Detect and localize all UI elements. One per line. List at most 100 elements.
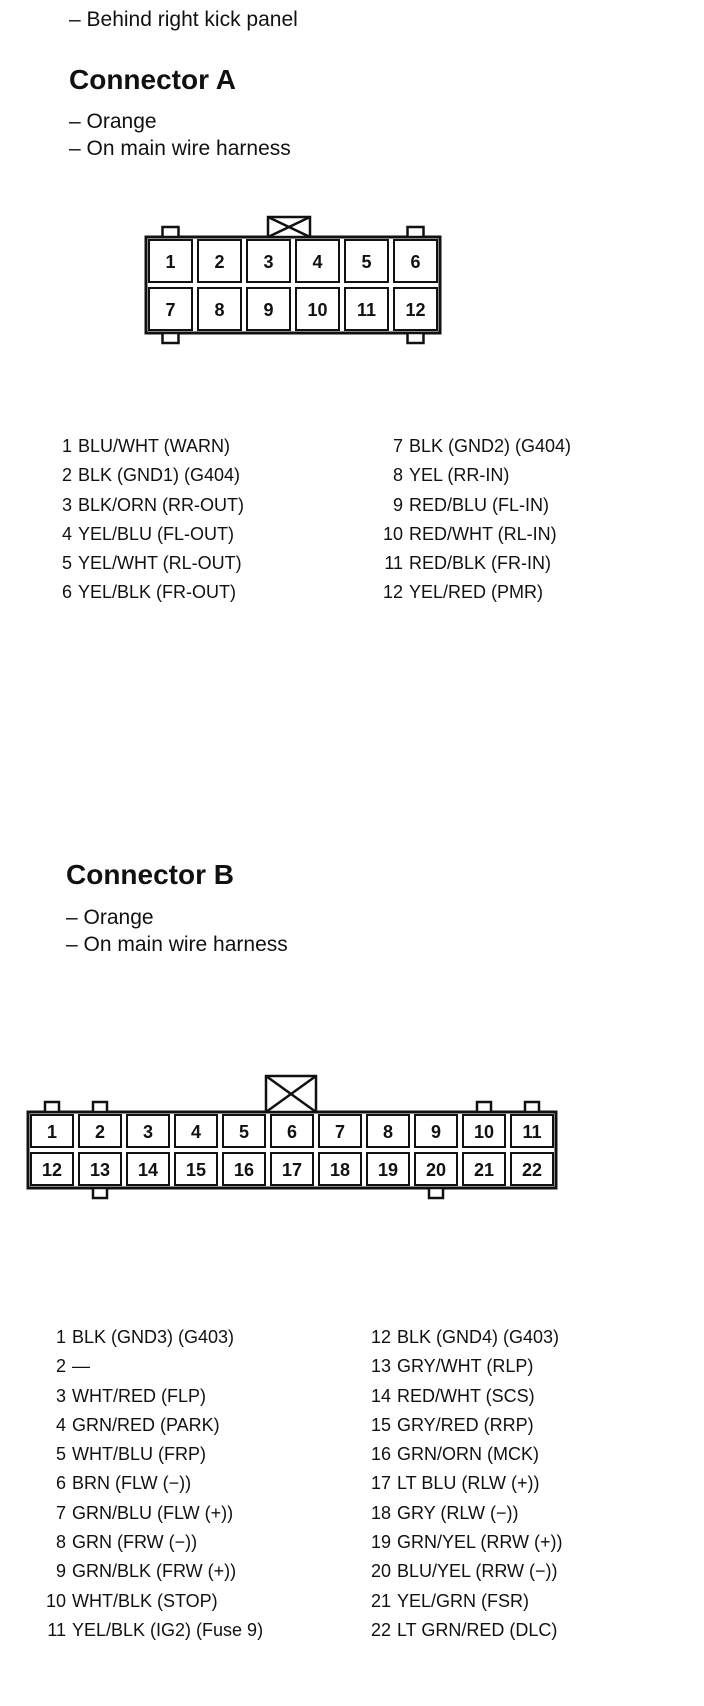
- pin-number: 19: [370, 1532, 391, 1553]
- cavity-number: 4: [312, 252, 322, 272]
- pin-description: GRN/BLK (FRW (+)): [72, 1561, 237, 1582]
- pin-row: 13 GRY/WHT (RLP): [365, 1352, 563, 1381]
- connector-cavity: [246, 239, 291, 283]
- pin-number: 17: [370, 1473, 391, 1494]
- cavity-number: 13: [90, 1160, 110, 1180]
- pin-description: BLK (GND3) (G403): [72, 1327, 235, 1347]
- pin-number: 11: [384, 553, 403, 574]
- cavity-number: 5: [239, 1122, 249, 1142]
- cavity-number: 10: [474, 1122, 494, 1142]
- pin-number: 2: [61, 465, 72, 486]
- pin-description: YEL/GRN (FSR): [397, 1590, 530, 1611]
- cavity-number: 12: [42, 1160, 62, 1180]
- pin-number: 20: [370, 1561, 391, 1582]
- latch-tab: [523, 1100, 541, 1114]
- pin-description: WHT/RED (FLP): [72, 1385, 206, 1406]
- pin-number: 5: [55, 1444, 66, 1465]
- connector-cavity: [510, 1152, 554, 1186]
- pin-description: LT BLU (RLW (+)): [397, 1473, 540, 1494]
- pin-description: GRY/WHT (RLP): [397, 1356, 534, 1377]
- cavity-number: 5: [361, 252, 371, 272]
- pin-description: BLK (GND2) (G404): [409, 436, 572, 456]
- cavity-number: 1: [47, 1122, 57, 1142]
- pin-number: 15: [370, 1414, 391, 1435]
- pin-number: 4: [55, 1414, 66, 1435]
- cavity-number: 11: [357, 300, 376, 320]
- pin-description: YEL/BLU (FL-OUT): [78, 523, 235, 544]
- pin-description: GRY/RED (RRP): [397, 1414, 534, 1435]
- connector-cavity: [126, 1114, 170, 1148]
- pin-description: GRN/YEL (RRW (+)): [397, 1532, 563, 1553]
- pin-description: BLK (GND1) (G404): [78, 465, 241, 486]
- cavity-number: 6: [287, 1122, 297, 1142]
- pin-number: 16: [370, 1444, 391, 1465]
- pin-description: BLK (GND4) (G403): [397, 1327, 560, 1347]
- pin-row: 19 GRN/YEL (RRW (+)): [365, 1528, 563, 1557]
- connector-cavity: [510, 1114, 554, 1148]
- pin-number: 4: [61, 523, 72, 544]
- cavity-number: 11: [522, 1122, 541, 1142]
- cavity-number: 8: [214, 300, 224, 320]
- cavity-number: 14: [138, 1160, 158, 1180]
- pin-number: 12: [370, 1327, 391, 1347]
- pin-number: 1: [61, 436, 72, 456]
- connector-cavity: [462, 1114, 506, 1148]
- pin-description: GRN/ORN (MCK): [397, 1444, 539, 1465]
- connector-body: [144, 235, 442, 335]
- pin-description: BRN (FLW (−)): [72, 1473, 192, 1494]
- pin-description: GRN/RED (PARK): [72, 1414, 220, 1435]
- connector-cavity: [270, 1152, 314, 1186]
- connector-cavity: [148, 287, 193, 331]
- pin-description: YEL/RED (PMR): [409, 582, 544, 603]
- pin-number: 8: [55, 1532, 66, 1553]
- cavity-number: 20: [426, 1160, 446, 1180]
- pin-row: 17 LT BLU (RLW (+)): [365, 1469, 563, 1498]
- pin-description: BLK/ORN (RR-OUT): [78, 494, 244, 515]
- connector-cavity: [318, 1152, 362, 1186]
- cavity-number: 12: [405, 300, 425, 320]
- pin-number: 11: [47, 1619, 66, 1640]
- connector-cavity: [414, 1114, 458, 1148]
- pin-description: BLU/YEL (RRW (−)): [397, 1561, 558, 1582]
- connector-cavity: [78, 1114, 122, 1148]
- connector-cavity: [270, 1114, 314, 1148]
- pin-number: 9: [55, 1561, 66, 1582]
- pin-number: 3: [61, 494, 72, 515]
- cavity-number: 17: [282, 1160, 302, 1180]
- connector-cavity: [366, 1152, 410, 1186]
- connector-b-title: Connector B: [66, 859, 234, 890]
- connector-b-location: – On main wire harness: [66, 933, 288, 956]
- connector-cavity: [414, 1152, 458, 1186]
- pin-row: 2 BLK (GND1) (G404): [46, 461, 244, 490]
- pin-description: WHT/BLK (STOP): [72, 1590, 218, 1611]
- connector-cavity: [295, 287, 340, 331]
- pin-description: YEL/WHT (RL-OUT): [78, 553, 242, 574]
- pin-description: YEL (RR-IN): [409, 465, 510, 486]
- pin-description: GRN/BLU (FLW (+)): [72, 1502, 234, 1523]
- pin-row: 4 GRN/RED (PARK): [40, 1411, 263, 1440]
- cavity-number: 16: [234, 1160, 254, 1180]
- latch-tab: [43, 1100, 61, 1114]
- pin-number: 13: [370, 1356, 391, 1377]
- connector-cavity: [295, 239, 340, 283]
- pin-row: 15 GRY/RED (RRP): [365, 1411, 563, 1440]
- latch-tab: [161, 331, 180, 345]
- location-note: – Behind right kick panel: [69, 8, 298, 31]
- pin-description: RED/WHT (RL-IN): [409, 523, 557, 544]
- pin-description: YEL/BLK (IG2) (Fuse 9): [72, 1619, 264, 1640]
- pin-row: 11 YEL/BLK (IG2) (Fuse 9): [40, 1616, 263, 1645]
- connector-cavity: [78, 1152, 122, 1186]
